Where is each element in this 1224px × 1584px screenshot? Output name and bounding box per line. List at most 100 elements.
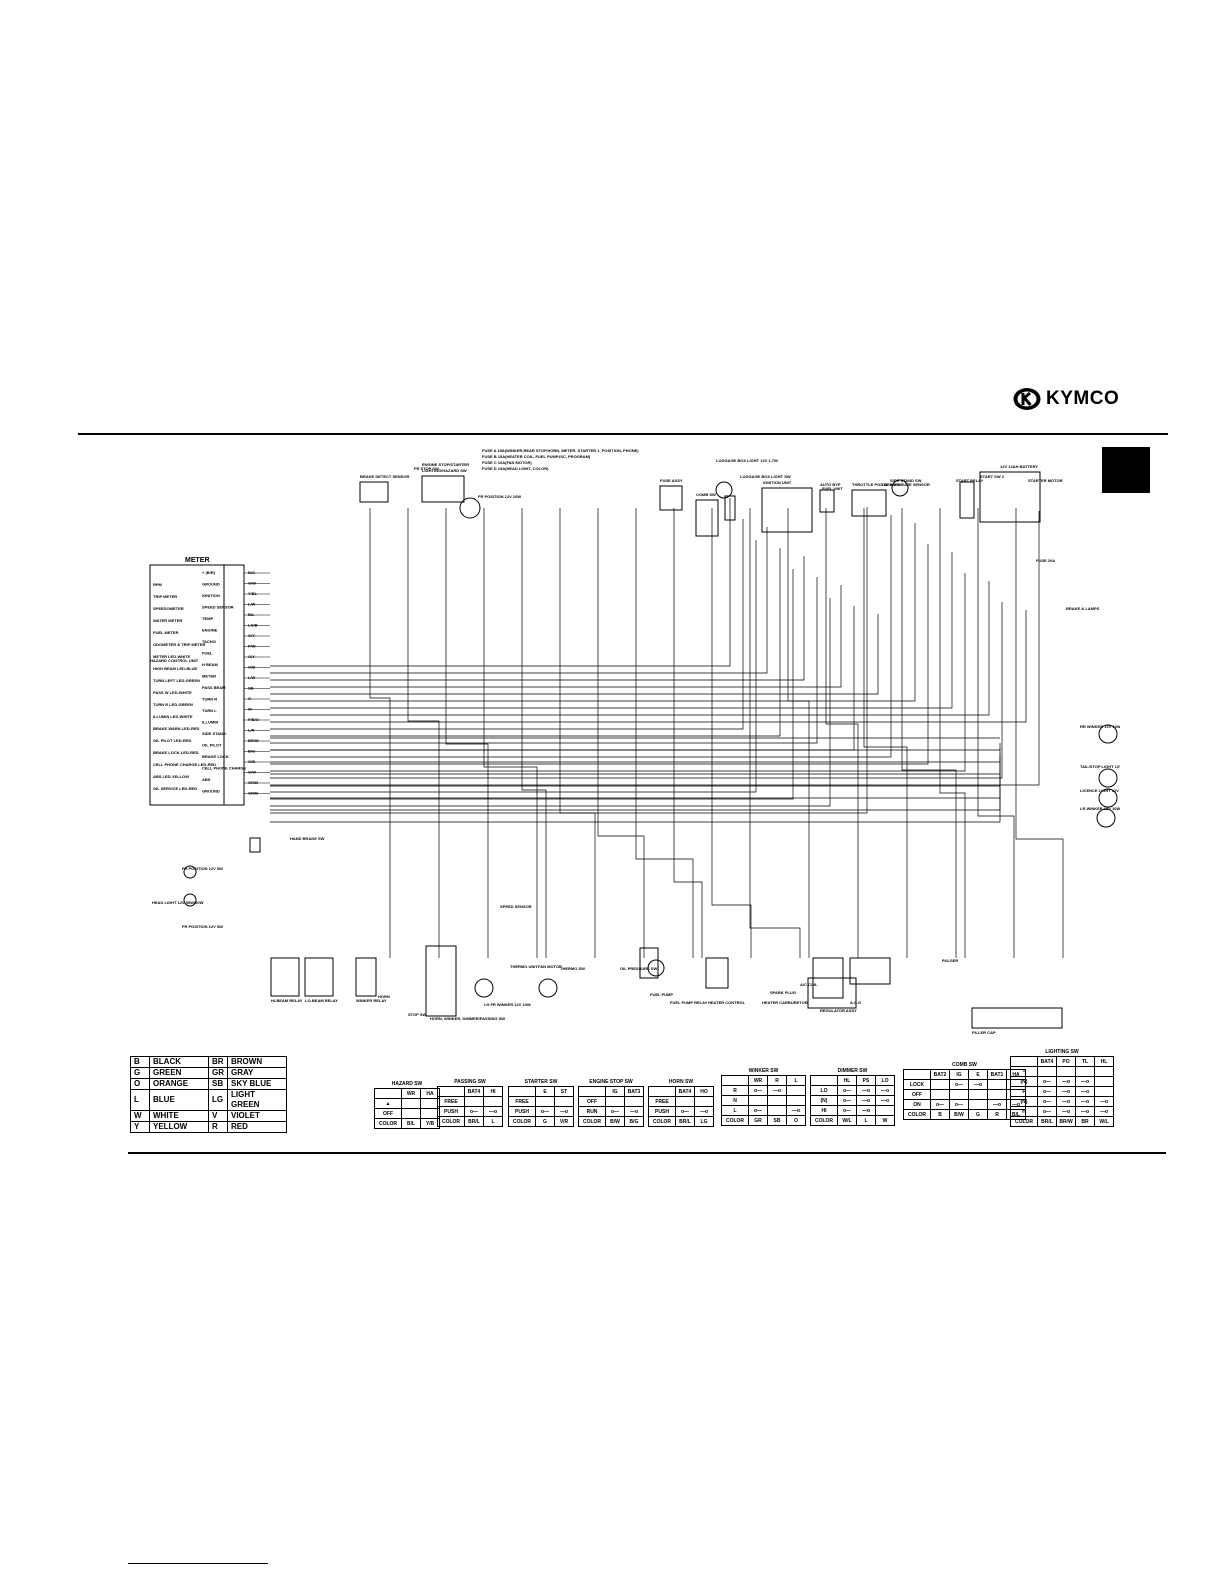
switch-cell: PUSH: [508, 1106, 536, 1117]
meter-wire-code: LG/B: [248, 623, 258, 628]
fuse-notes: FUSE A 15A(WINKER,REAR STOP,HORN, METER,…: [482, 448, 639, 471]
switch-cell: [767, 1105, 787, 1116]
switch-cell: —o: [1075, 1076, 1095, 1087]
meter-left-label: SPEEDOMETER: [153, 606, 184, 611]
component-label: 12V 12AH BATTERY: [1000, 464, 1038, 469]
lamp-symbol: [1098, 788, 1118, 808]
meter-right-label: IGNITION: [202, 593, 220, 598]
switch-cell: —o: [786, 1105, 806, 1116]
legend-code: LG: [208, 1089, 228, 1111]
switch-cell: [1094, 1076, 1114, 1087]
fuse-note-d: FUSE D 15A(HEAD LIGHT, COLOR): [482, 466, 549, 471]
wire-run: [270, 556, 805, 681]
switch-cell: —o: [1056, 1106, 1076, 1117]
component-box: [971, 1007, 1063, 1029]
meter-right-label: H BEAM: [202, 662, 218, 667]
meter-right-label: SIDE STAND: [202, 731, 226, 736]
switch-table-title: HAZARD SW: [391, 1081, 423, 1087]
switch-header: ST: [554, 1086, 574, 1097]
switch-cell: o—: [930, 1099, 950, 1110]
wire-run: [270, 763, 1001, 799]
bottom-divider: [128, 1152, 1166, 1154]
switch-cell: [464, 1096, 484, 1107]
lamp-symbol: [891, 479, 909, 497]
switch-cell: o—: [1037, 1106, 1057, 1117]
switch-cell: o—: [837, 1085, 857, 1096]
switch-cell: P: [1010, 1086, 1038, 1097]
legend-code: SB: [208, 1078, 228, 1090]
component-label: START RELAY: [956, 478, 984, 483]
meter-wire-code: G/W: [248, 770, 256, 775]
wire-run: [270, 507, 868, 814]
switch-cell: (N): [1010, 1076, 1038, 1087]
switch-cell: G: [535, 1116, 555, 1127]
switch-header: BAT4: [675, 1086, 695, 1097]
component-box: [359, 481, 389, 503]
component-label: COMB SW: [696, 492, 716, 497]
switch-header: L: [786, 1075, 806, 1086]
meter-right-label: GROUND: [202, 582, 220, 587]
component-label: STARTER MOTOR: [1028, 478, 1063, 483]
switch-cell: W/L: [1094, 1116, 1114, 1127]
switch-cell: —o: [856, 1085, 876, 1096]
component-box: [425, 945, 457, 1017]
meter-left-label: RPM: [153, 582, 163, 587]
component-label: LICENCE LIGHT 12V 5W: [1080, 788, 1120, 793]
component-label: AUTO BYP: [820, 482, 841, 487]
switch-cell: W: [875, 1115, 895, 1126]
meter-right-label: TURN R: [202, 697, 217, 702]
meter-wire-code: B/G: [248, 749, 255, 754]
component-label: FR STOP SW: [414, 466, 439, 471]
component-box: [851, 489, 887, 517]
switch-header: PO: [1056, 1056, 1076, 1067]
switch-header: [508, 1086, 536, 1097]
switch-cell: L: [856, 1115, 876, 1126]
switch-cell: o—: [837, 1095, 857, 1106]
switch-table-title: DIMMER SW: [837, 1068, 868, 1074]
wire-run: [559, 508, 596, 958]
switch-cell: [1094, 1066, 1114, 1077]
component-label: BRAKE DETECT SENSOR: [360, 474, 409, 479]
switch-cell: R: [721, 1085, 749, 1096]
switch-cell: [987, 1079, 1007, 1090]
meter-right-label: ILLUMIN: [202, 720, 218, 725]
switch-cell: COLOR: [437, 1116, 465, 1127]
switch-header: [578, 1086, 606, 1097]
meter-left-label: ILLUMIN LED-WHITE: [153, 714, 193, 719]
component-label: THERMO SW: [560, 966, 585, 971]
component-label: TAIL/STOP LIGHT 12V 5/21W: [1080, 764, 1120, 769]
meter-title: METER: [185, 557, 210, 564]
component-label: FUEL UNIT: [822, 486, 843, 491]
meter-wire-code: B/G: [248, 570, 255, 575]
component-box: [705, 957, 729, 989]
switch-cell: —o: [1075, 1106, 1095, 1117]
switch-cell: o—: [1037, 1076, 1057, 1087]
component-label: PULSER: [942, 958, 958, 963]
component-label: A/C COIL: [800, 982, 818, 987]
switch-table-title: COMB SW: [952, 1062, 977, 1068]
legend-color-name: WHITE: [149, 1110, 209, 1122]
legend-code: Y: [130, 1121, 150, 1133]
wire-run: [270, 519, 744, 730]
switch-cell: —o: [554, 1106, 574, 1117]
switch-cell: B: [930, 1109, 950, 1120]
switch-cell: COLOR: [508, 1116, 536, 1127]
legend-code: BR: [208, 1056, 228, 1068]
legend-code: O: [130, 1078, 150, 1090]
switch-header: BAT2: [930, 1069, 950, 1080]
lamp-symbol: [1098, 768, 1118, 788]
switch-cell: —o: [1056, 1086, 1076, 1097]
component-label: HEATER CARBURETOR: [762, 1000, 808, 1005]
switch-header: [374, 1088, 402, 1099]
switch-header: BAT1: [987, 1069, 1007, 1080]
legend-color-name: RED: [227, 1121, 287, 1133]
switch-cell: COLOR: [721, 1115, 749, 1126]
switch-header: BAT4: [464, 1086, 484, 1097]
component-box: [421, 475, 465, 503]
wire-run: [270, 515, 892, 758]
component-label: IGNITION UNIT: [763, 480, 792, 485]
meter-left-label: BRAKE WARN LED-RED: [153, 726, 200, 731]
component-label: RR WINKER 12V 10W: [1080, 724, 1120, 729]
